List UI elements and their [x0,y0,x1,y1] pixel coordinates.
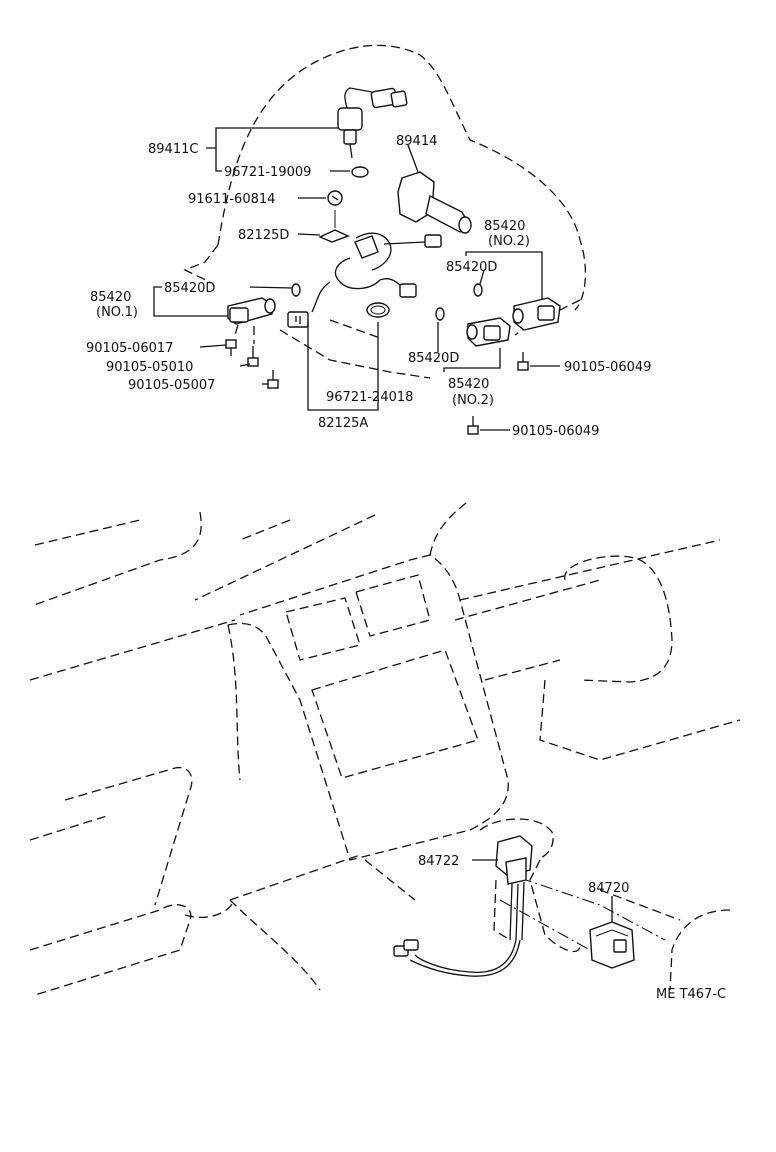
bolt-90105-05007 [267,370,279,389]
label-85420-left-no: (NO.1) [96,305,138,320]
lower-assembly [29,499,741,996]
oring-85420d-center [435,307,445,321]
oring-85420d-left [291,283,301,297]
label-96721-19009: 96721-19009 [224,165,311,180]
label-90105-05010: 90105-05010 [106,360,193,375]
label-82125d: 82125D [238,228,289,243]
label-85420-left: 85420 [90,290,131,305]
label-85420d-right: 85420D [446,260,497,275]
sensor-85420-no2-upper [512,297,561,331]
label-85420-right: 85420 [484,219,525,234]
label-85420-center-no: (NO.2) [452,393,494,408]
label-90105-06049-b: 90105-06049 [512,424,599,439]
reference-code: ME T467-C [656,987,726,1002]
switch-84720 [589,921,635,969]
bolt-90105-06049-b [467,416,479,435]
bolt-90105-06049-a [517,352,529,371]
label-85420d-center: 85420D [408,351,459,366]
sensor-85420-no1 [227,297,276,325]
label-90105-06017: 90105-06017 [86,341,173,356]
sensor-89411c [337,87,408,178]
center-console-outline [227,554,509,861]
label-90105-05007: 90105-05007 [128,378,215,393]
part-labels: 89411C 96721-19009 91611-60814 82125D 89… [86,134,726,1002]
vent-right [355,574,431,637]
label-96721-24018: 96721-24018 [326,390,413,405]
label-85420-center: 85420 [448,377,489,392]
display-panel [311,649,479,779]
label-84720: 84720 [588,881,629,896]
harness-82125a [287,232,442,328]
sensor-89414 [397,171,472,234]
compartment-outline-left [183,244,219,283]
label-85420d-left: 85420D [164,281,215,296]
clip-82125d [318,229,350,243]
label-85420-right-no: (NO.2) [488,234,530,249]
bolt-90105-05010 [247,326,259,367]
bolt-90105-06017 [225,324,239,356]
vent-left [285,597,361,661]
label-84722: 84722 [418,854,459,869]
label-89414: 89414 [396,134,437,149]
compartment-outline [217,44,587,311]
label-82125a: 82125A [318,416,368,431]
wire-harness [393,939,521,977]
sensor-85420-no2-lower [466,317,511,347]
grommet-96721-24018 [366,302,390,318]
label-90105-06049-a: 90105-06049 [564,360,651,375]
label-89411c: 89411C [148,142,198,157]
label-91611-60814: 91611-60814 [188,192,275,207]
oring-85420d-right [473,283,483,297]
upper-assembly [153,44,587,435]
switch-84722 [493,835,533,941]
